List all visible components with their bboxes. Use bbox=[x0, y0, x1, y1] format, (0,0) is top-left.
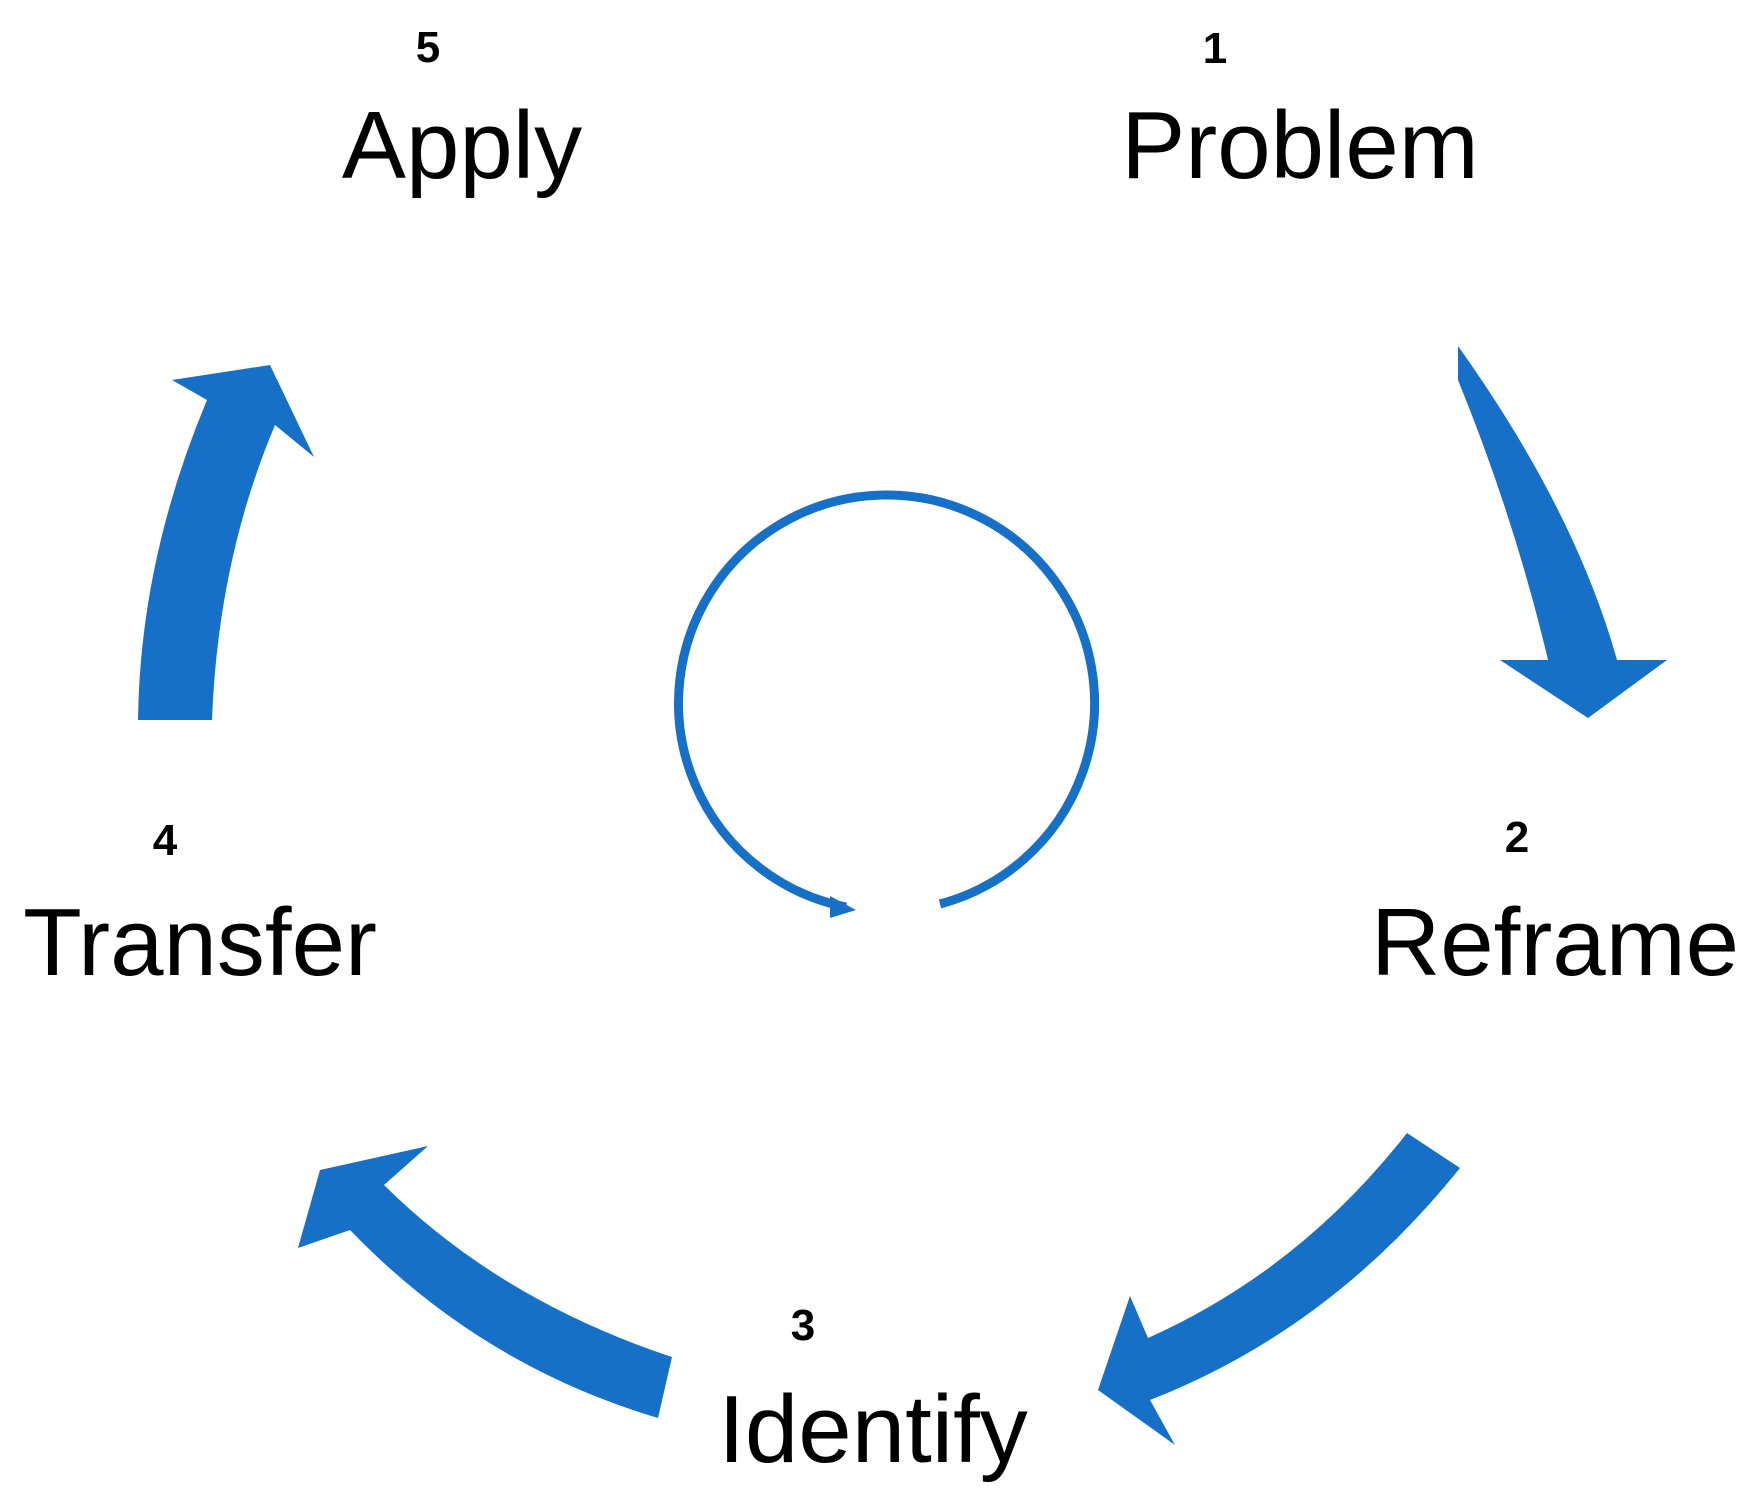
step-number-5: 5 bbox=[416, 23, 440, 72]
step-number-4: 4 bbox=[153, 816, 178, 865]
arrow-problem-to-reframe bbox=[1458, 346, 1667, 718]
step-label-apply: Apply bbox=[342, 92, 582, 199]
circular-loop-arrow-icon bbox=[674, 490, 1100, 918]
loop-arc bbox=[674, 490, 1100, 912]
step-label-reframe: Reframe bbox=[1371, 889, 1739, 996]
step-label-transfer: Transfer bbox=[23, 889, 377, 996]
loop-arrowhead bbox=[830, 896, 856, 918]
step-apply: 5 Apply bbox=[342, 23, 582, 199]
step-reframe: 2 Reframe bbox=[1371, 813, 1739, 996]
step-number-3: 3 bbox=[791, 1301, 815, 1350]
step-identify: 3 Identify bbox=[718, 1301, 1028, 1483]
arrow-transfer-to-apply bbox=[138, 365, 314, 720]
step-number-2: 2 bbox=[1505, 813, 1529, 862]
step-label-identify: Identify bbox=[718, 1376, 1028, 1483]
step-label-problem: Problem bbox=[1121, 92, 1478, 199]
arrow-identify-to-transfer bbox=[298, 1146, 672, 1418]
step-transfer: 4 Transfer bbox=[23, 816, 377, 996]
step-number-1: 1 bbox=[1203, 24, 1227, 73]
step-problem: 1 Problem bbox=[1121, 24, 1478, 199]
arrow-reframe-to-identify bbox=[1098, 1133, 1460, 1445]
cycle-arrows bbox=[138, 346, 1667, 1445]
